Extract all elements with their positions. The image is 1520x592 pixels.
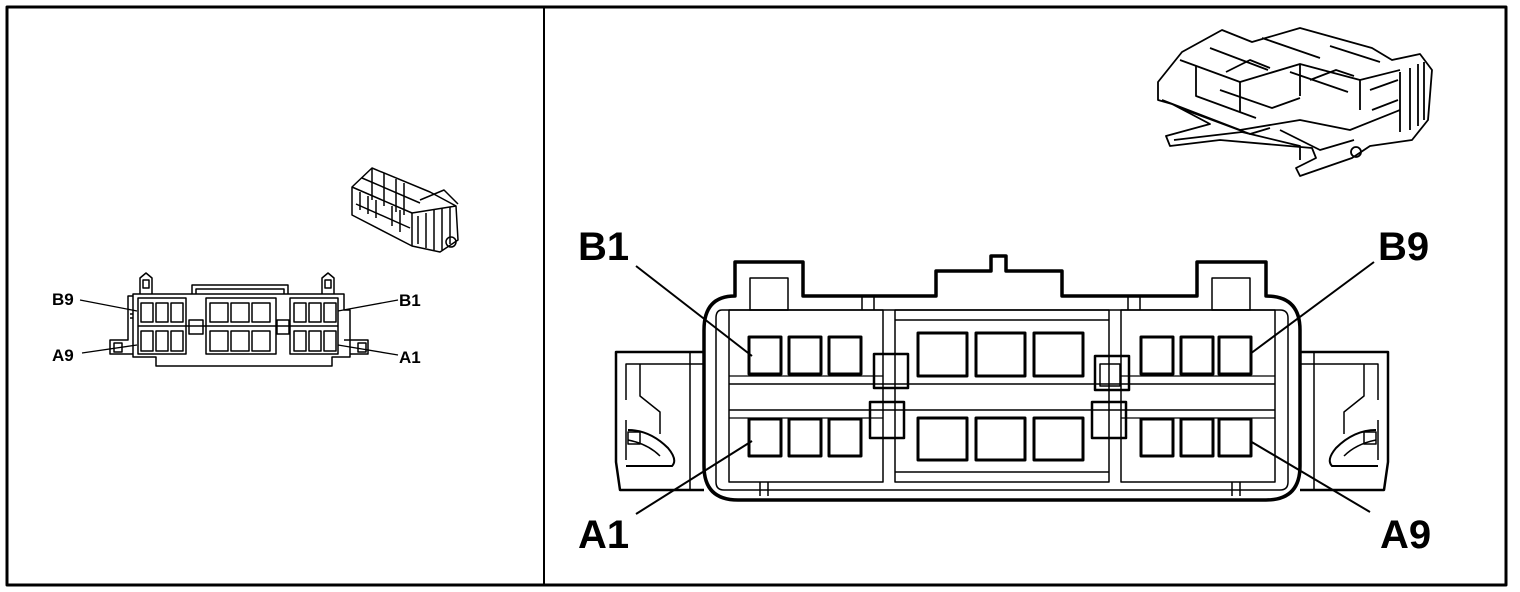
label-a1-small: A1 [399, 348, 421, 367]
right-connector-face [702, 254, 1302, 502]
label-b1-large: B1 [578, 225, 629, 269]
right-connector-isometric [1157, 27, 1433, 177]
label-b9-small: B9 [52, 290, 74, 309]
right-panel: B1 B9 A1 A9 [578, 27, 1433, 557]
cavity-row-b [747, 331, 1253, 378]
label-b9-large: B9 [1378, 225, 1429, 269]
left-connector-face [109, 272, 369, 367]
left-panel: B9 B1 A9 A1 [52, 167, 459, 367]
label-a9-large: A9 [1380, 513, 1431, 557]
right-side-latch [1300, 350, 1390, 492]
left-connector-isometric [351, 167, 459, 253]
outer-frame [5, 5, 1508, 587]
label-a9-small: A9 [52, 346, 74, 365]
label-b1-small: B1 [399, 291, 421, 310]
label-a1-large: A1 [578, 513, 629, 557]
left-leader-lines [79, 299, 399, 356]
right-leader-lines [635, 261, 1375, 515]
cavity-row-a [747, 416, 1253, 462]
keying-blocks [868, 352, 1131, 440]
left-side-latch [614, 350, 704, 492]
